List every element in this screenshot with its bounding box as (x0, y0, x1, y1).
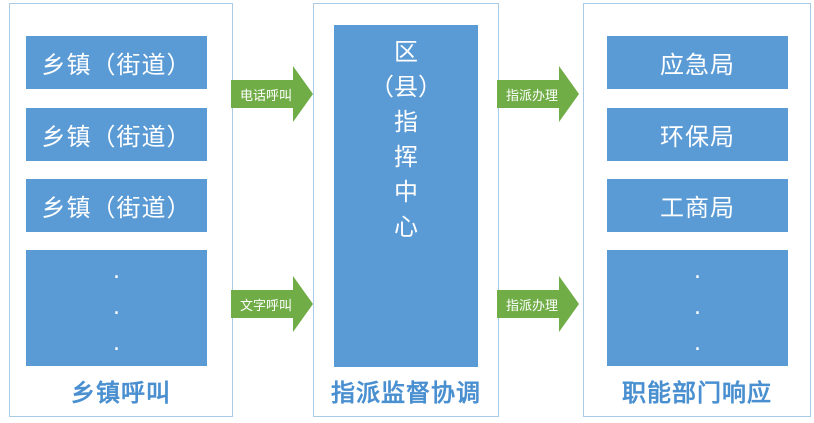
dispatch-panel: 区 （县） 指 挥 中 心 指派监督协调 (313, 3, 499, 417)
command-center-char: 中 (394, 178, 418, 206)
department-box-1: 应急局 (607, 36, 788, 89)
ellipsis-dot: . (694, 295, 701, 320)
ellipsis-dot: . (113, 295, 120, 320)
township-call-panel: 乡镇（街道） 乡镇（街道） 乡镇（街道） . . . 乡镇呼叫 (9, 3, 233, 417)
text-call-label: 文字呼叫 (239, 299, 292, 314)
command-center-char: 挥 (394, 143, 418, 171)
department-more-box: . . . (607, 250, 788, 366)
arrow-right-icon (497, 66, 579, 122)
dispatch-title: 指派监督协调 (331, 379, 481, 407)
ellipsis-dot: . (694, 331, 701, 356)
arrow-right-icon (497, 276, 579, 332)
township-box-2: 乡镇（街道） (26, 108, 207, 161)
department-box-3: 工商局 (607, 179, 788, 232)
department-box-label: 工商局 (660, 194, 735, 222)
ellipsis-dot: . (694, 259, 701, 284)
township-box-label: 乡镇（街道） (41, 51, 192, 79)
command-center-char: 心 (394, 213, 418, 241)
command-center-char: 指 (394, 108, 418, 136)
department-response-title: 职能部门响应 (622, 379, 772, 407)
township-more-box: . . . (26, 250, 207, 366)
township-box-label: 乡镇（街道） (41, 123, 192, 151)
ellipsis-dot: . (113, 259, 120, 284)
command-center-char: 区 (394, 38, 418, 66)
township-box-3: 乡镇（街道） (26, 179, 207, 232)
department-box-label: 环保局 (660, 123, 735, 151)
township-box-label: 乡镇（街道） (41, 194, 192, 222)
command-center-char: （县） (370, 73, 442, 101)
dispatch-arrow-top: 指派办理 (497, 66, 579, 122)
township-box-1: 乡镇（街道） (26, 36, 207, 89)
department-box-2: 环保局 (607, 108, 788, 161)
ellipsis-dot: . (113, 331, 120, 356)
department-box-label: 应急局 (660, 51, 735, 79)
township-call-title: 乡镇呼叫 (71, 379, 171, 407)
dispatch-label: 指派办理 (505, 89, 558, 104)
phone-call-arrow: 电话呼叫 (231, 66, 313, 122)
arrow-right-icon (231, 66, 313, 122)
command-center-box: 区 （县） 指 挥 中 心 (334, 25, 478, 367)
text-call-arrow: 文字呼叫 (231, 276, 313, 332)
phone-call-label: 电话呼叫 (239, 89, 292, 104)
dispatch-arrow-bottom: 指派办理 (497, 276, 579, 332)
arrow-right-icon (231, 276, 313, 332)
department-response-panel: 应急局 环保局 工商局 . . . 职能部门响应 (583, 3, 811, 417)
dispatch-label: 指派办理 (505, 299, 558, 314)
